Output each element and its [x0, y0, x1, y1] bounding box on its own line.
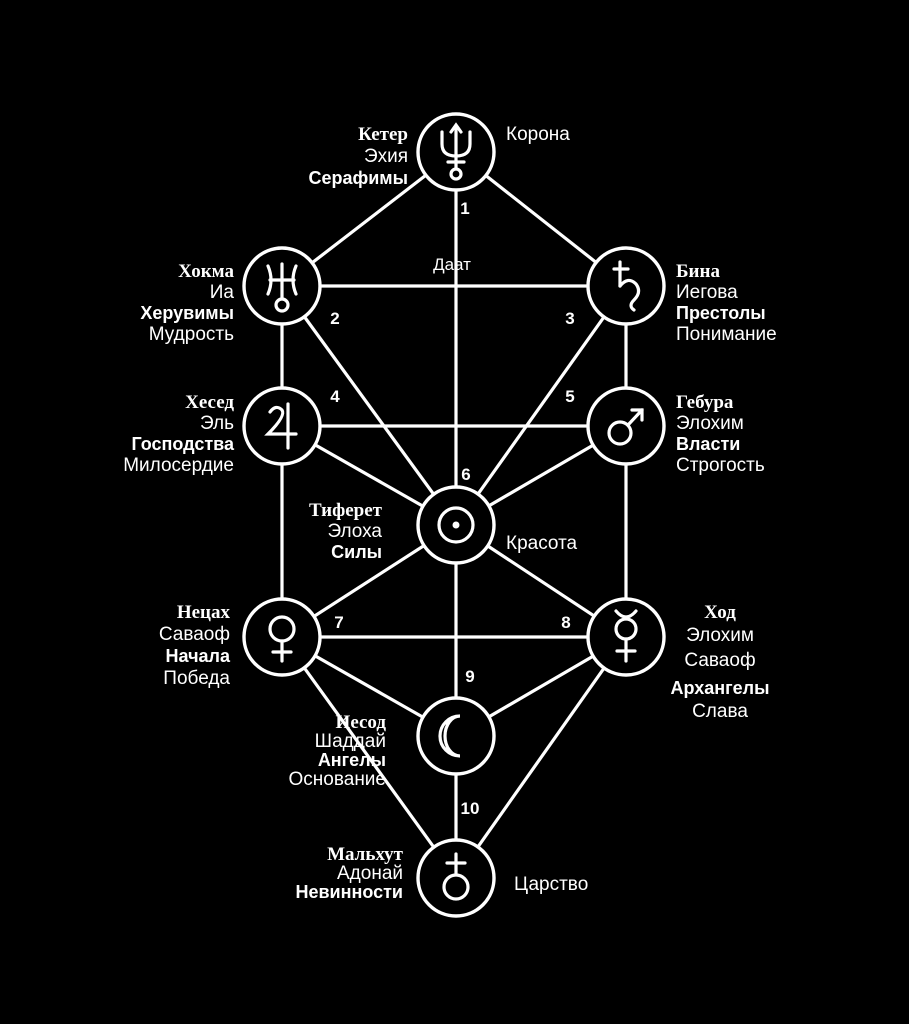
label-geburah-right-0: Гебура: [676, 392, 734, 413]
sephira-circle: [586, 386, 666, 466]
label-tiferet-right-0: Красота: [506, 533, 578, 554]
sephira-circle: [242, 597, 322, 677]
label-hod-right-0: Ход: [704, 602, 736, 623]
mars-arrow-head: [630, 408, 644, 422]
label-binah-right-0: Бина: [676, 261, 720, 282]
path-hokhmah-tiferet: [280, 285, 458, 526]
mars-circle: [607, 420, 633, 446]
label-chesed-left-2: Господства: [131, 434, 235, 454]
path-netzach-malkuth: [280, 636, 458, 879]
label-hod-right-1: Элохим: [686, 625, 754, 646]
label-netzach-left-3: Победа: [163, 668, 230, 689]
sephira-circle: [586, 597, 666, 677]
mars-icon: [607, 408, 644, 446]
label-hokhmah-left-3: Мудрость: [149, 324, 234, 345]
label-malkuth-left-2: Невинности: [295, 882, 403, 902]
sun-icon: [437, 506, 475, 544]
sephira-yesod: [416, 696, 496, 776]
sephira-binah: [586, 246, 666, 326]
nodes-layer: [242, 112, 666, 918]
label-malkuth-right-0: Царство: [514, 874, 588, 895]
path-number: 10: [461, 799, 480, 818]
label-hod-right-2: Саваоф: [684, 650, 755, 671]
label-yesod-left-3: Основание: [289, 769, 386, 790]
path-number: 5: [565, 387, 574, 406]
sun-ring: [437, 506, 475, 544]
saturn-tail: [618, 278, 641, 312]
earth-circle: [442, 873, 470, 901]
uranus-icon: [266, 262, 298, 313]
saturn-icon: [612, 260, 641, 312]
path-number: 4: [330, 387, 340, 406]
mercury-horns: [614, 609, 638, 619]
sephira-circle: [416, 838, 496, 918]
path-number: 7: [334, 613, 343, 632]
sun-dot: [452, 521, 460, 529]
neptune-icon: [440, 122, 472, 181]
mars-arrow-shaft: [626, 408, 644, 427]
label-hod-right-4: Слава: [692, 701, 748, 722]
jupiter-curve: [264, 405, 298, 436]
path-binah-tiferet: [454, 285, 628, 526]
label-hokhmah-left-2: Херувимы: [140, 303, 234, 323]
label-chesed-left-1: Эль: [200, 413, 234, 434]
daat-label: Даат: [433, 255, 471, 274]
label-keter-right-0: Корона: [506, 124, 570, 145]
label-geburah-right-1: Элохим: [676, 413, 744, 434]
label-geburah-right-2: Власти: [676, 434, 740, 454]
label-binah-right-2: Престолы: [676, 303, 766, 323]
label-yesod-left-1: Шаддай: [315, 731, 386, 752]
label-hokhmah-left-1: Иа: [210, 282, 235, 303]
label-tiferet-left-0: Тиферет: [309, 500, 383, 521]
path-number: 9: [465, 667, 474, 686]
label-binah-right-1: Иегова: [676, 282, 738, 303]
sephira-circle: [586, 246, 666, 326]
label-binah-right-3: Понимание: [676, 324, 777, 345]
label-chesed-left-3: Милосердие: [123, 455, 234, 476]
label-keter-left-2: Серафимы: [308, 168, 408, 188]
label-malkuth-left-1: Адонай: [337, 863, 403, 884]
label-tiferet-left-1: Элоха: [327, 521, 382, 542]
label-netzach-left-0: Нецах: [177, 602, 231, 623]
label-yesod-left-0: Иесод: [336, 712, 387, 733]
sephira-netzach: [242, 597, 322, 677]
path-number: 3: [565, 309, 574, 328]
jupiter-icon: [264, 402, 298, 450]
sephira-hod: [586, 597, 666, 677]
path-number: 1: [460, 199, 469, 218]
trident-orb: [449, 167, 463, 181]
label-netzach-left-1: Саваоф: [159, 624, 230, 645]
label-yesod-left-2: Ангелы: [318, 750, 386, 770]
sephira-circle: [416, 696, 496, 776]
mercury-icon: [614, 609, 638, 663]
sephira-chesed: [242, 386, 322, 466]
label-keter-left-1: Эхия: [364, 146, 408, 167]
label-hokhmah-left-0: Хокма: [178, 261, 234, 282]
label-tiferet-left-2: Силы: [331, 542, 382, 562]
sephira-malkuth: [416, 838, 496, 918]
sephira-geburah: [586, 386, 666, 466]
sephira-keter: [416, 112, 496, 192]
moon-icon: [438, 714, 461, 758]
path-number: 6: [461, 465, 470, 484]
sephira-circle: [242, 386, 322, 466]
label-geburah-right-3: Строгость: [676, 455, 765, 476]
label-netzach-left-2: Начала: [166, 646, 231, 666]
label-malkuth-left-0: Мальхут: [327, 844, 404, 865]
path-hod-malkuth: [454, 636, 628, 879]
label-chesed-left-0: Хесед: [185, 392, 234, 413]
trident-head: [449, 122, 463, 134]
label-hod-right-3: Архангелы: [671, 678, 770, 698]
venus-icon: [268, 615, 296, 663]
sephira-tiferet: [416, 485, 496, 565]
path-number: 2: [330, 309, 339, 328]
sephira-hokhmah: [242, 246, 322, 326]
label-keter-left-0: Кетер: [358, 124, 408, 145]
earth-icon: [442, 852, 470, 901]
path-number: 8: [561, 613, 570, 632]
uranus-orb: [274, 297, 290, 313]
moon-crescent: [438, 714, 461, 758]
